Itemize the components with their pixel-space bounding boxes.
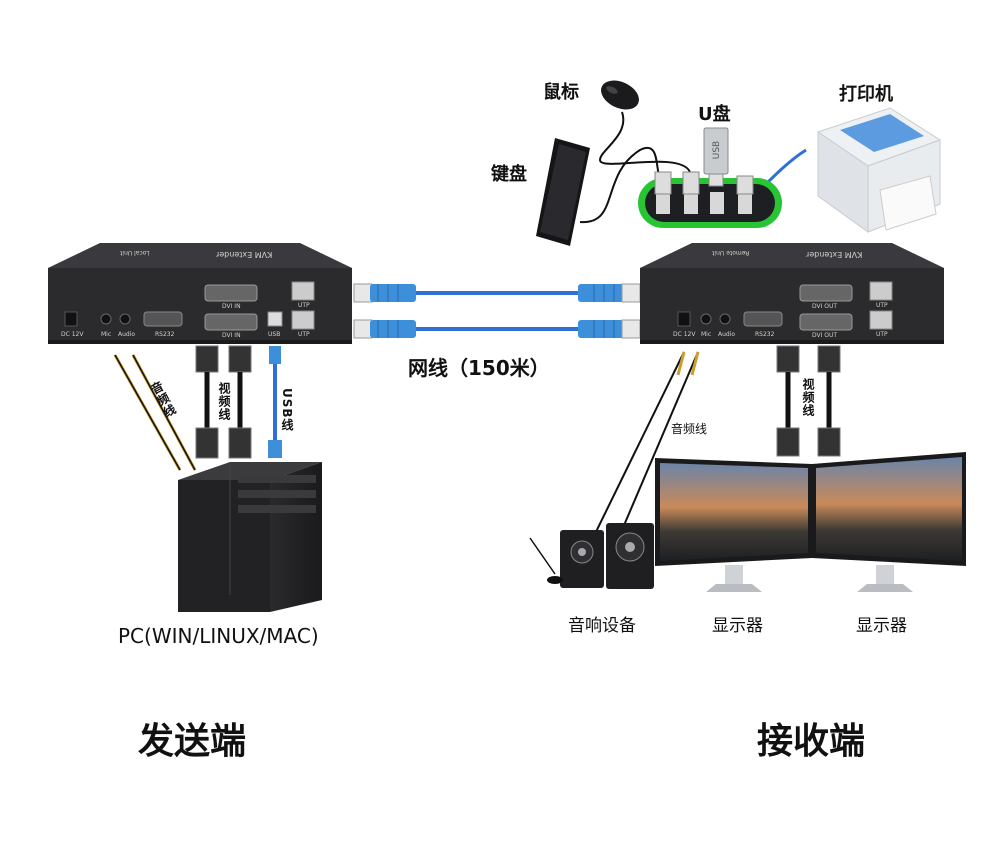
label-speaker: 音响设备 [568, 616, 636, 636]
label-video-cable-left: 视频线 [217, 382, 231, 421]
mouse-cable [598, 111, 691, 173]
label-network-cable: 网线（150米） [408, 356, 550, 380]
local-unit-subtitle: Local Unit [120, 249, 150, 256]
label-monitor-2: 显示器 [856, 616, 907, 636]
local-port-dvi2: DVI IN [222, 332, 241, 339]
remote-port-utp2: UTP [876, 331, 888, 338]
keyboard-device [536, 138, 590, 246]
local-port-mic: Mic [101, 331, 112, 338]
local-port-rs232: RS232 [155, 331, 175, 338]
remote-unit [640, 243, 944, 344]
monitor-right [812, 452, 966, 592]
rj45-connector-right-top [578, 283, 641, 303]
remote-port-dvi1: DVI OUT [812, 303, 838, 310]
mouse-device [601, 80, 639, 110]
label-pc: PC(WIN/LINUX/MAC) [118, 624, 319, 648]
speakers [529, 523, 654, 589]
local-unit-title: KVM Extender [216, 250, 273, 259]
rj45-connector-left-bottom [353, 319, 416, 339]
label-audio-cable-right: 音频线 [671, 422, 708, 436]
remote-port-audio: Audio [718, 331, 736, 338]
rj45-connector-left-top [353, 283, 416, 303]
printer-device [816, 107, 942, 233]
local-port-audio: Audio [118, 331, 136, 338]
usb-stick-text: USB [712, 140, 723, 160]
label-sender: 发送端 [138, 721, 247, 762]
remote-unit-subtitle: Remote Unit [712, 249, 750, 256]
video-cable-left [195, 345, 252, 459]
local-port-dvi1: DVI IN [222, 303, 241, 310]
audio-cable-right [591, 351, 700, 541]
pc-tower [178, 462, 322, 612]
keyboard-cable [579, 146, 661, 224]
video-cable-right [776, 345, 841, 457]
usb-hub [638, 171, 782, 228]
remote-port-utp1: UTP [876, 302, 888, 309]
local-port-utp2: UTP [298, 331, 310, 338]
local-port-usb: USB [268, 331, 281, 338]
label-printer: 打印机 [839, 84, 893, 105]
label-monitor-1: 显示器 [712, 616, 763, 636]
local-port-utp1: UTP [298, 302, 310, 309]
label-video-cable-right: 视频线 [801, 378, 815, 417]
remote-port-dvi2: DVI OUT [812, 332, 838, 339]
remote-port-dc: DC 12V [673, 331, 696, 338]
remote-port-rs232: RS232 [755, 331, 775, 338]
audio-cable-left [113, 354, 197, 471]
usb-cable-left [268, 346, 282, 458]
local-unit [48, 243, 352, 344]
label-receiver: 接收端 [757, 721, 866, 762]
monitor-left [655, 458, 812, 592]
usb-stick-device [703, 127, 729, 187]
remote-unit-title: KVM Extender [806, 250, 863, 259]
label-usb-cable: USB线 [280, 388, 294, 432]
label-udisk: U盘 [698, 104, 731, 125]
remote-port-mic: Mic [701, 331, 712, 338]
label-keyboard: 键盘 [491, 164, 527, 185]
local-port-dc: DC 12V [61, 331, 84, 338]
label-mouse: 鼠标 [543, 82, 579, 103]
rj45-connector-right-bottom [578, 319, 641, 339]
